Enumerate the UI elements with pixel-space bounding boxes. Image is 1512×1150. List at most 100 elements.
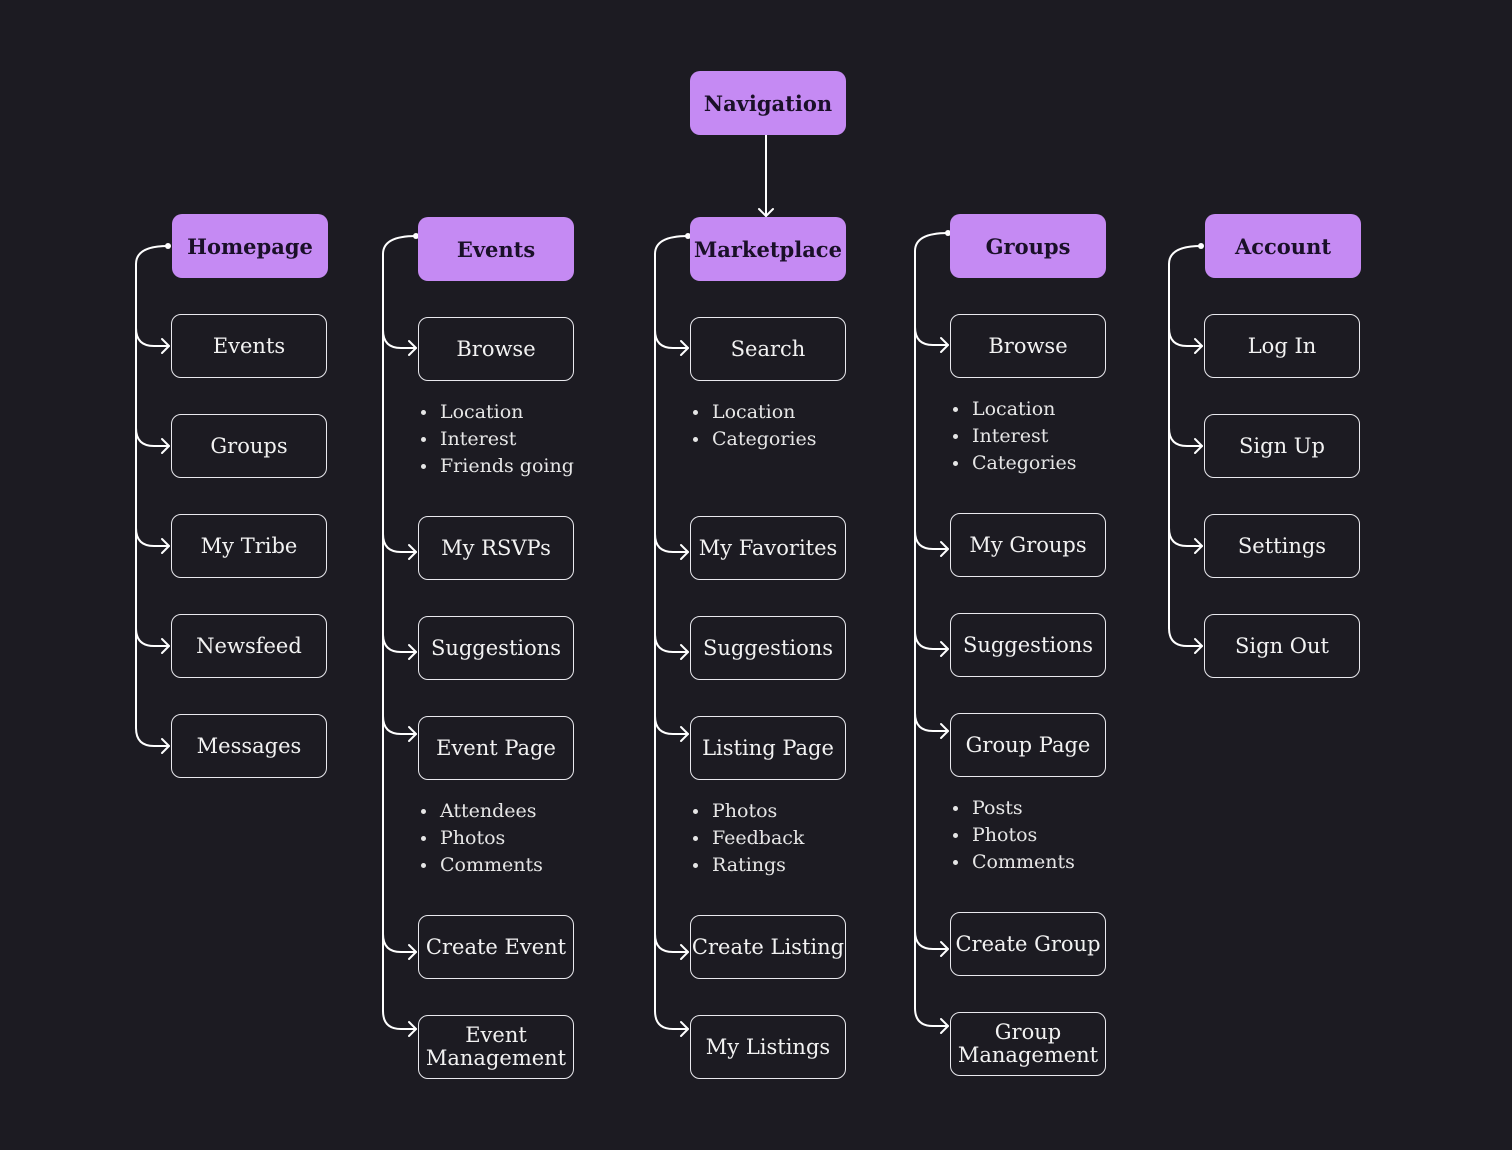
- connector-branch: [135, 427, 170, 447]
- arrowhead-icon: [940, 641, 949, 657]
- node-groups-group-management[interactable]: Group Management: [950, 1012, 1106, 1076]
- arrowhead-icon: [940, 541, 949, 557]
- arrowhead-icon: [408, 1021, 417, 1037]
- node-label: Browse: [988, 333, 1068, 358]
- connector-branch: [135, 727, 170, 747]
- node-account-settings[interactable]: Settings: [1204, 514, 1360, 578]
- bullet-item: Photos: [690, 798, 804, 825]
- node-events-create-event[interactable]: Create Event: [418, 915, 574, 979]
- node-groups-suggestions[interactable]: Suggestions: [950, 613, 1106, 677]
- connector-branch: [654, 715, 689, 735]
- bullet-list-events-event-page: Attendees Photos Comments: [418, 798, 543, 879]
- node-groups-my-groups[interactable]: My Groups: [950, 513, 1106, 577]
- node-events-event-page[interactable]: Event Page: [418, 716, 574, 780]
- node-groups-group-page[interactable]: Group Page: [950, 713, 1106, 777]
- connector-branch: [654, 329, 689, 349]
- bullet-item: Comments: [418, 852, 543, 879]
- node-homepage-messages[interactable]: Messages: [171, 714, 327, 778]
- root-label: Navigation: [703, 90, 833, 116]
- arrowhead-icon: [408, 544, 417, 560]
- arrowhead-icon: [1194, 438, 1203, 454]
- arrowhead-icon: [161, 438, 170, 454]
- node-account-sign-out[interactable]: Sign Out: [1204, 614, 1360, 678]
- node-marketplace-my-listings[interactable]: My Listings: [690, 1015, 846, 1079]
- node-events-my-rsvps[interactable]: My RSVPs: [418, 516, 574, 580]
- bullet-item: Photos: [950, 822, 1075, 849]
- bullet-item: Categories: [690, 426, 817, 453]
- node-homepage-newsfeed[interactable]: Newsfeed: [171, 614, 327, 678]
- node-homepage-events[interactable]: Events: [171, 314, 327, 378]
- node-label: Browse: [456, 336, 536, 361]
- node-label: Log In: [1247, 333, 1317, 358]
- node-marketplace-create-listing[interactable]: Create Listing: [690, 915, 846, 979]
- root-node-navigation[interactable]: Navigation: [690, 71, 846, 135]
- node-label: Event Management: [425, 1023, 567, 1070]
- node-label: Suggestions: [962, 632, 1094, 657]
- column-head-events[interactable]: Events: [418, 217, 574, 281]
- column-head-label: Events: [456, 236, 536, 262]
- connector-branch: [135, 527, 170, 547]
- bullet-item: Ratings: [690, 852, 804, 879]
- column-head-homepage[interactable]: Homepage: [172, 214, 328, 278]
- arrowhead-icon: [408, 644, 417, 660]
- bullet-list-marketplace-listing-page: Photos Feedback Ratings: [690, 798, 804, 879]
- connector-branch: [914, 712, 949, 732]
- node-label: Messages: [196, 733, 302, 758]
- bullet-item: Feedback: [690, 825, 804, 852]
- arrowhead-icon: [680, 944, 689, 960]
- bullet-item: Posts: [950, 795, 1075, 822]
- node-label: Search: [730, 336, 806, 361]
- arrowhead-icon: [940, 337, 949, 353]
- connector-branch: [654, 933, 689, 953]
- node-events-event-management[interactable]: Event Management: [418, 1015, 574, 1079]
- node-homepage-my-tribe[interactable]: My Tribe: [171, 514, 327, 578]
- node-label: My RSVPs: [441, 535, 551, 560]
- arrowhead-icon: [680, 726, 689, 742]
- node-events-suggestions[interactable]: Suggestions: [418, 616, 574, 680]
- node-groups-create-group[interactable]: Create Group: [950, 912, 1106, 976]
- connector-branch: [1168, 527, 1203, 547]
- arrowhead-icon: [680, 644, 689, 660]
- connector-branch: [382, 329, 417, 349]
- node-marketplace-my-favorites[interactable]: My Favorites: [690, 516, 846, 580]
- connector-branch: [1168, 327, 1203, 347]
- node-label: Create Group: [955, 931, 1101, 956]
- connector-branch: [382, 715, 417, 735]
- connector-branch: [135, 627, 170, 647]
- node-groups-browse[interactable]: Browse: [950, 314, 1106, 378]
- node-label: My Tribe: [200, 533, 298, 558]
- column-head-label: Marketplace: [694, 236, 842, 262]
- arrowhead-icon: [408, 340, 417, 356]
- bullet-list-groups-group-page: Posts Photos Comments: [950, 795, 1075, 876]
- column-head-label: Account: [1234, 233, 1332, 259]
- arrowhead-icon: [940, 723, 949, 739]
- column-head-label: Groups: [985, 233, 1071, 259]
- node-events-browse[interactable]: Browse: [418, 317, 574, 381]
- node-homepage-groups[interactable]: Groups: [171, 414, 327, 478]
- node-marketplace-suggestions[interactable]: Suggestions: [690, 616, 846, 680]
- bullet-list-events-browse: Location Interest Friends going: [418, 399, 574, 480]
- column-head-account[interactable]: Account: [1205, 214, 1361, 278]
- arrowhead-icon: [408, 944, 417, 960]
- node-label: Newsfeed: [196, 633, 302, 658]
- connector-branch: [1168, 627, 1203, 647]
- bullet-item: Location: [418, 399, 574, 426]
- bullet-item: Photos: [418, 825, 543, 852]
- connector-branch: [914, 1007, 949, 1027]
- connector-spine: [1168, 245, 1202, 629]
- node-marketplace-search[interactable]: Search: [690, 317, 846, 381]
- column-head-groups[interactable]: Groups: [950, 214, 1106, 278]
- connector-spine: [654, 235, 689, 1012]
- node-account-log-in[interactable]: Log In: [1204, 314, 1360, 378]
- node-label: Sign Out: [1235, 633, 1329, 658]
- bullet-item: Interest: [418, 426, 574, 453]
- connector-branch: [914, 930, 949, 950]
- node-account-sign-up[interactable]: Sign Up: [1204, 414, 1360, 478]
- node-label: Events: [212, 333, 286, 358]
- arrowhead-icon: [940, 941, 949, 957]
- arrowhead-icon: [408, 726, 417, 742]
- node-label: Sign Up: [1239, 433, 1325, 458]
- column-head-marketplace[interactable]: Marketplace: [690, 217, 846, 281]
- node-marketplace-listing-page[interactable]: Listing Page: [690, 716, 846, 780]
- node-label: Suggestions: [430, 635, 562, 660]
